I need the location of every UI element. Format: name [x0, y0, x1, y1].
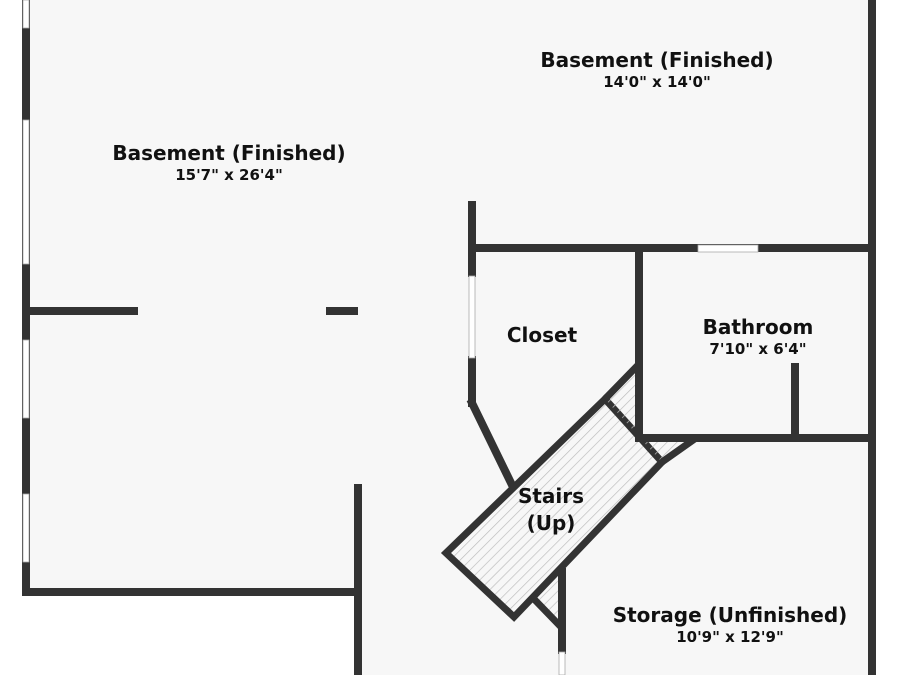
label-storage: Storage (Unfinished) 10'9" x 12'9"	[613, 604, 848, 646]
label-stairs: Stairs (Up)	[518, 485, 584, 535]
windows	[22, 0, 759, 675]
opening-storage	[558, 651, 566, 675]
room-dimensions: 14'0" x 14'0"	[603, 73, 711, 91]
room-name: Basement (Finished)	[540, 48, 774, 72]
room-name: Basement (Finished)	[112, 141, 346, 165]
room-name: Bathroom	[702, 315, 814, 339]
window-bathroom	[697, 244, 759, 253]
floor-basement-east	[474, 0, 872, 248]
label-basement-east: Basement (Finished) 14'0" x 14'0"	[540, 49, 773, 91]
window-west-lower	[22, 493, 30, 563]
room-dimensions: 10'9" x 12'9"	[676, 628, 784, 646]
window-west-upper	[22, 119, 30, 265]
label-bathroom: Bathroom 7'10" x 6'4"	[703, 316, 814, 358]
label-closet: Closet	[507, 324, 577, 347]
stairs-edge-upper	[602, 360, 643, 402]
window-west-top	[22, 0, 30, 29]
room-name: Storage (Unfinished)	[612, 603, 848, 627]
room-name-note: (Up)	[526, 511, 576, 535]
room-dimensions: 7'10" x 6'4"	[709, 340, 807, 358]
window-west-middle	[22, 339, 30, 419]
floor-bathroom	[639, 248, 872, 438]
wall-closet-diagonal	[466, 397, 518, 491]
room-name: Stairs	[517, 484, 585, 508]
stairs-edge-lower	[530, 595, 565, 631]
room-name: Closet	[506, 323, 578, 347]
stairs-landing-upper	[605, 366, 662, 462]
walls	[22, 0, 876, 675]
opening-closet	[468, 275, 476, 359]
room-dimensions: 15'7" x 26'4"	[175, 166, 283, 184]
label-basement-west: Basement (Finished) 15'7" x 26'4"	[112, 142, 345, 184]
